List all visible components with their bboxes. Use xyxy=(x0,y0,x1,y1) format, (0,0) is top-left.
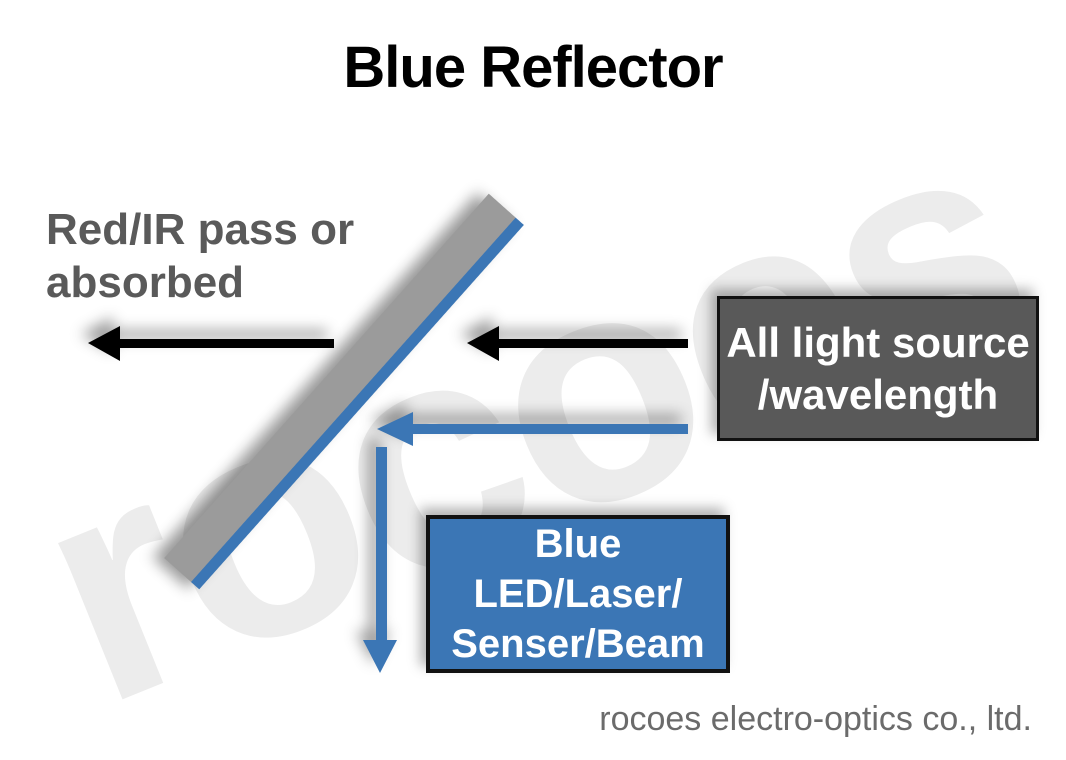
incident-all-light-arrow xyxy=(467,326,688,361)
blue-led-laser-box: Blue LED/Laser/ Senser/Beam xyxy=(426,515,730,673)
arrow-down-head-icon xyxy=(363,640,397,673)
arrow-left-head-icon xyxy=(88,326,120,361)
arrow-shaft xyxy=(410,424,688,434)
all-light-source-box: All light source /wavelength xyxy=(717,296,1039,441)
company-footer-text: rocoes electro-optics co., ltd. xyxy=(599,700,1032,738)
reflected-blue-light-arrow xyxy=(362,447,398,673)
incident-blue-light-arrow xyxy=(377,412,688,446)
arrow-shaft xyxy=(117,339,334,348)
transmitted-light-label: Red/IR pass or absorbed xyxy=(46,205,355,307)
transmitted-red-ir-arrow xyxy=(88,326,334,361)
arrow-shaft xyxy=(376,447,387,641)
arrow-left-head-icon xyxy=(377,412,413,446)
page-title: Blue Reflector xyxy=(343,35,723,100)
arrow-shaft xyxy=(496,339,688,348)
arrow-left-head-icon xyxy=(467,326,499,361)
